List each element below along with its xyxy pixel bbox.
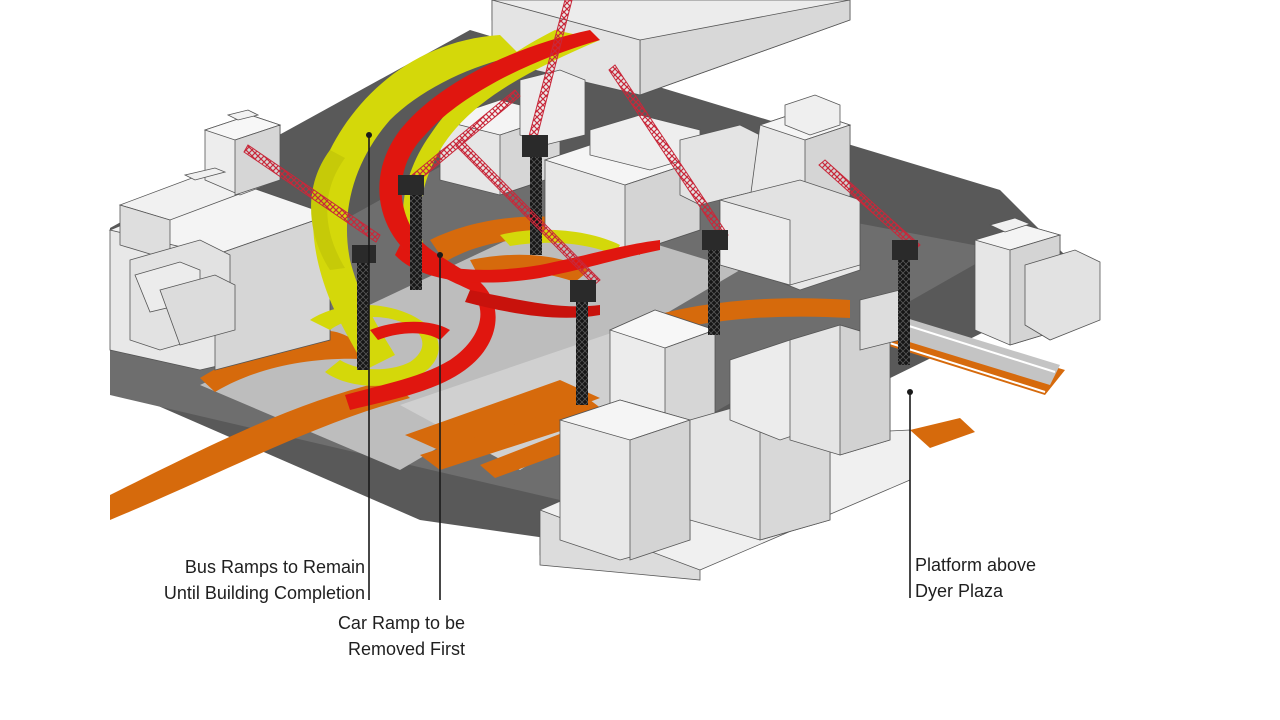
tower-crane (455, 139, 601, 405)
tower-crane (818, 159, 921, 365)
bus-ramps-callout: Bus Ramps to Remain Until Building Compl… (164, 554, 365, 606)
bus-ramps-callout-line2: Until Building Completion (163, 583, 365, 603)
buildings-left (108, 109, 332, 371)
tower-crane (398, 89, 521, 290)
platform-callout-line1: Platform above (915, 555, 1037, 575)
car-ramp (345, 30, 660, 410)
platform-callout: Platform above Dyer Plaza (915, 552, 1036, 604)
car-ramp-callout-line1: Car Ramp to be (337, 613, 465, 633)
buildings-right (719, 94, 1101, 346)
car-ramp-callout: Car Ramp to be Removed First (338, 610, 465, 662)
tower-crane (243, 144, 381, 370)
tower-cranes (243, 0, 921, 405)
tower-crane (522, 0, 573, 255)
buildings-foreground (539, 289, 911, 581)
car-ramp-callout-line2: Removed First (347, 639, 465, 659)
bus-ramps-callout-line1: Bus Ramps to Remain (184, 557, 365, 577)
platform-callout-line2: Dyer Plaza (915, 581, 1004, 601)
callout-leaders (366, 132, 913, 600)
tower-crane (608, 64, 729, 335)
